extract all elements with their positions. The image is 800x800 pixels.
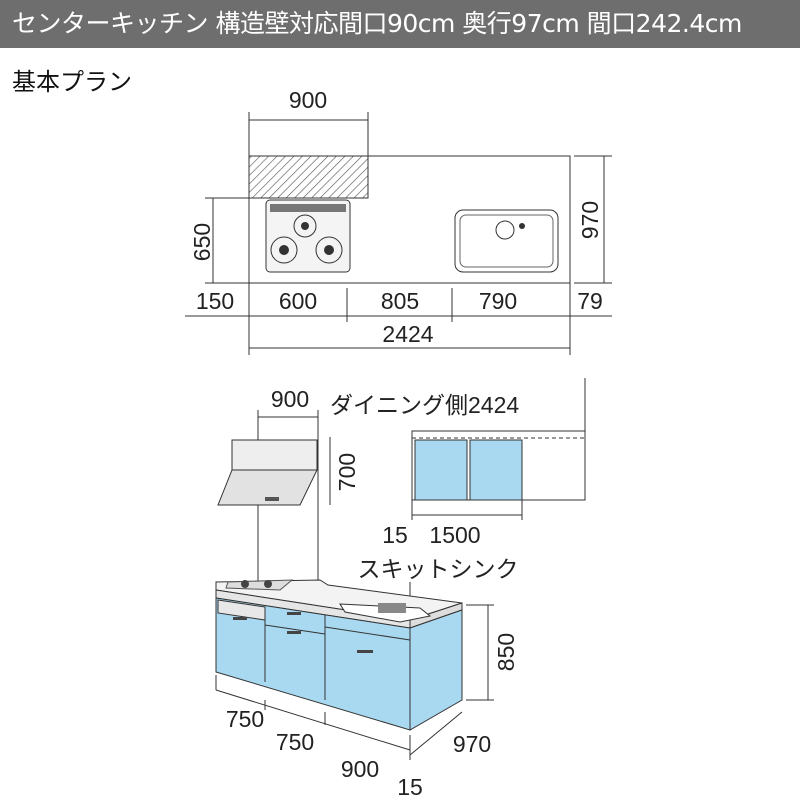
sink-plan bbox=[454, 209, 559, 273]
kitchen-perspective: スキットシンク 850 750 750 900 970 15 bbox=[215, 556, 519, 800]
plan-total-width: 2424 bbox=[382, 321, 433, 347]
hood-elevation: 900 700 bbox=[217, 386, 360, 585]
plan-segment: 805 bbox=[381, 288, 419, 314]
plan-segment: 150 bbox=[196, 288, 234, 314]
hood-height: 700 bbox=[334, 453, 360, 491]
plan-segment: 790 bbox=[479, 288, 517, 314]
structural-wall-hatch bbox=[248, 155, 369, 199]
dining-side-label: ダイニング側2424 bbox=[330, 392, 519, 418]
bottom-gap: 15 bbox=[397, 774, 423, 800]
plan-segment: 600 bbox=[279, 288, 317, 314]
cabinet-height: 850 bbox=[493, 633, 519, 671]
page-header: センターキッチン 構造壁対応間口90cm 奥行97cm 間口242.4cm bbox=[0, 0, 800, 48]
plan-segment: 79 bbox=[577, 288, 603, 314]
cabinet-width: 750 bbox=[276, 729, 314, 755]
plan-depth: 970 bbox=[577, 201, 603, 239]
cabinet-depth: 970 bbox=[453, 731, 491, 757]
sink-label: スキットシンク bbox=[358, 556, 519, 582]
dining-side-view: ダイニング側2424 15 1500 bbox=[330, 378, 586, 548]
hood-width: 900 bbox=[271, 386, 309, 412]
plan-hood-width: 900 bbox=[289, 87, 327, 113]
cabinet-width: 750 bbox=[226, 706, 264, 732]
plan-view: 900 970 650 150 600 805 790 7 bbox=[185, 87, 612, 355]
cabinet-width: 900 bbox=[341, 756, 379, 782]
plan-stove-depth: 650 bbox=[189, 223, 215, 261]
dining-offset: 15 bbox=[382, 522, 408, 548]
dining-cabinet-width: 1500 bbox=[429, 522, 480, 548]
section-title: 基本プラン bbox=[12, 68, 132, 96]
stove-plan bbox=[265, 199, 351, 273]
